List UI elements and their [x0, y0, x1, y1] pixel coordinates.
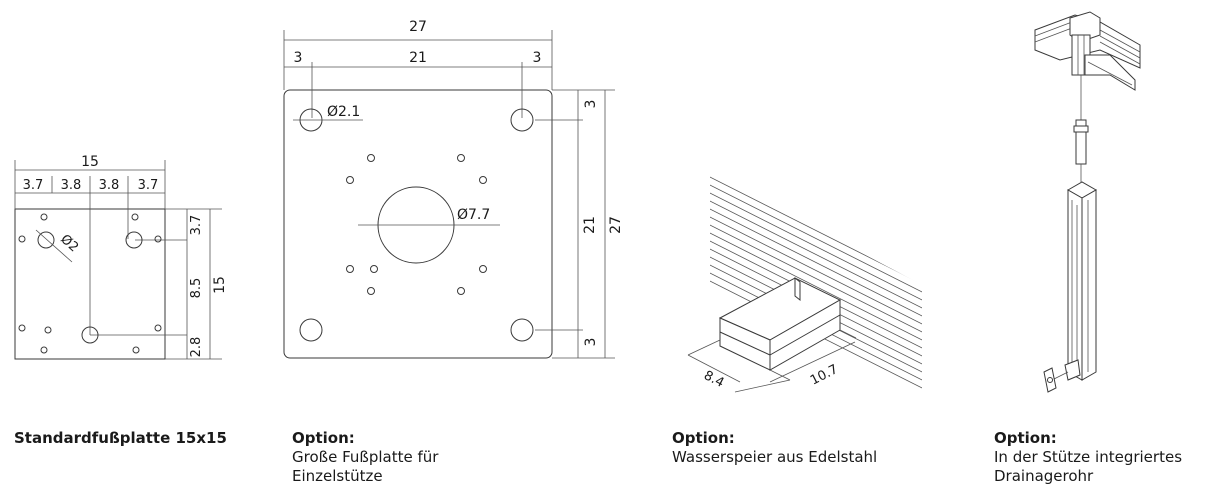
fig3-caption-line1: Wasserspeier aus Edelstahl: [672, 448, 878, 466]
fig1-width-3: 3.8: [99, 178, 120, 193]
fig1-total-width: 15: [81, 154, 99, 170]
fig2-width-3: 3: [533, 50, 542, 66]
fig4-caption-line1: In der Stütze integriertes: [994, 448, 1183, 466]
fig2-total-height: 27: [608, 216, 624, 234]
fig2-hole-small-diameter: Ø2.1: [327, 104, 360, 120]
fig1-width-1: 3.7: [23, 178, 44, 193]
fig2-height-1: 3: [583, 100, 599, 109]
fig1-height-3: 2.8: [189, 337, 204, 358]
fig4-caption-title: Option:: [994, 429, 1057, 447]
fig4-drainage-pipe: [1034, 11, 1141, 393]
fig2-width-1: 3: [294, 50, 303, 66]
fig1-width-2: 3.8: [61, 178, 82, 193]
fig2-height-3: 3: [583, 338, 599, 347]
fig2-caption-title: Option:: [292, 429, 355, 447]
fig4-caption: Option: In der Stütze integriertes Drain…: [994, 429, 1182, 486]
fig1-caption: Standardfußplatte 15x15: [14, 429, 227, 448]
fig2-height-2: 21: [582, 216, 598, 234]
fig2-hole-center-diameter: Ø7.7: [457, 207, 490, 223]
fig4-caption-line2: Drainagerohr: [994, 467, 1094, 485]
fig1-height-1: 3.7: [189, 215, 204, 236]
fig1-total-height: 15: [212, 276, 228, 294]
fig2-caption-line2: Einzelstütze: [292, 467, 383, 485]
fig1-height-2: 8.5: [189, 278, 204, 299]
fig2-large-plate: 27 3 21 3 27 3 21 3 Ø2.1 Ø7.7: [283, 19, 624, 359]
fig2-caption: Option: Große Fußplatte für Einzelstütze: [292, 429, 438, 486]
fig2-total-width: 27: [409, 19, 427, 35]
fig2-width-2: 21: [409, 50, 427, 66]
fig3-caption: Option: Wasserspeier aus Edelstahl: [672, 429, 877, 467]
fig2-caption-line1: Große Fußplatte für: [292, 448, 439, 466]
fig1-caption-title: Standardfußplatte 15x15: [14, 429, 227, 447]
fig3-dim-a: 8.4: [701, 368, 726, 391]
fig3-gargoyle: 8.4 10.7: [687, 172, 922, 395]
fig3-caption-title: Option:: [672, 429, 735, 447]
fig1-standard-plate: 15 3.7 3.8 3.8 3.7 15 3.7 8.5 2.8 Ø2: [14, 154, 228, 360]
fig1-width-4: 3.7: [138, 178, 159, 193]
fig3-dim-b: 10.7: [808, 362, 841, 389]
